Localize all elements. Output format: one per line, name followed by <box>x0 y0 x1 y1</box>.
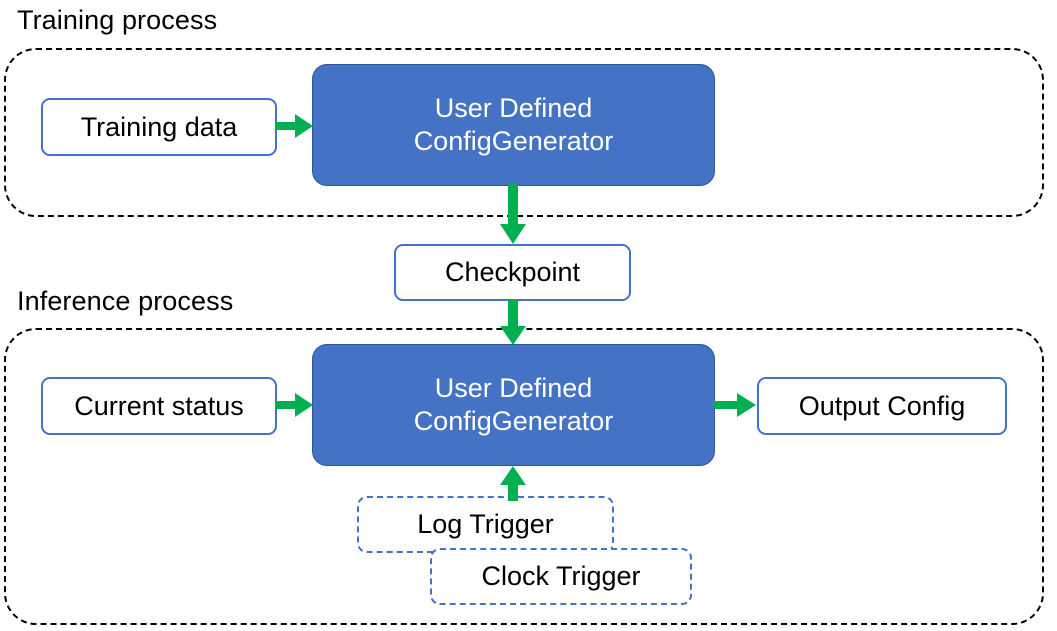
node-current-status[interactable]: Current status <box>41 377 277 435</box>
node-training-data[interactable]: Training data <box>41 98 277 156</box>
arrow-checkpoint-to-generator <box>499 299 527 347</box>
node-current-status-label: Current status <box>74 390 244 421</box>
node-output-config-label: Output Config <box>798 390 966 421</box>
arrow-generator-to-output-config <box>713 391 759 419</box>
generator-inference-label-line2: ConfigGenerator <box>413 406 614 436</box>
node-log-trigger-label: Log Trigger <box>417 509 554 539</box>
arrow-current-status-to-generator <box>275 391 315 419</box>
process-container-inference <box>4 328 1044 625</box>
node-user-defined-configgenerator-training[interactable]: User Defined ConfigGenerator <box>312 64 715 186</box>
node-clock-trigger[interactable]: Clock Trigger <box>430 548 692 605</box>
section-title-training: Training process <box>17 5 218 35</box>
node-checkpoint-label: Checkpoint <box>444 257 581 288</box>
node-log-trigger[interactable]: Log Trigger <box>357 496 614 553</box>
arrow-generator-to-checkpoint <box>499 184 527 246</box>
arrow-training-data-to-generator <box>275 112 315 140</box>
generator-training-label-line1: User Defined <box>434 93 593 124</box>
generator-training-label-line2: ConfigGenerator <box>413 126 614 156</box>
node-output-config[interactable]: Output Config <box>757 377 1007 435</box>
process-container-training <box>4 48 1044 217</box>
node-user-defined-configgenerator-inference[interactable]: User Defined ConfigGenerator <box>312 344 715 466</box>
arrow-triggers-to-generator <box>499 466 527 502</box>
node-clock-trigger-label: Clock Trigger <box>481 561 641 591</box>
generator-inference-label-line1: User Defined <box>434 373 593 404</box>
node-training-data-label: Training data <box>80 111 238 142</box>
node-checkpoint[interactable]: Checkpoint <box>394 244 631 301</box>
section-title-inference: Inference process <box>17 286 234 316</box>
